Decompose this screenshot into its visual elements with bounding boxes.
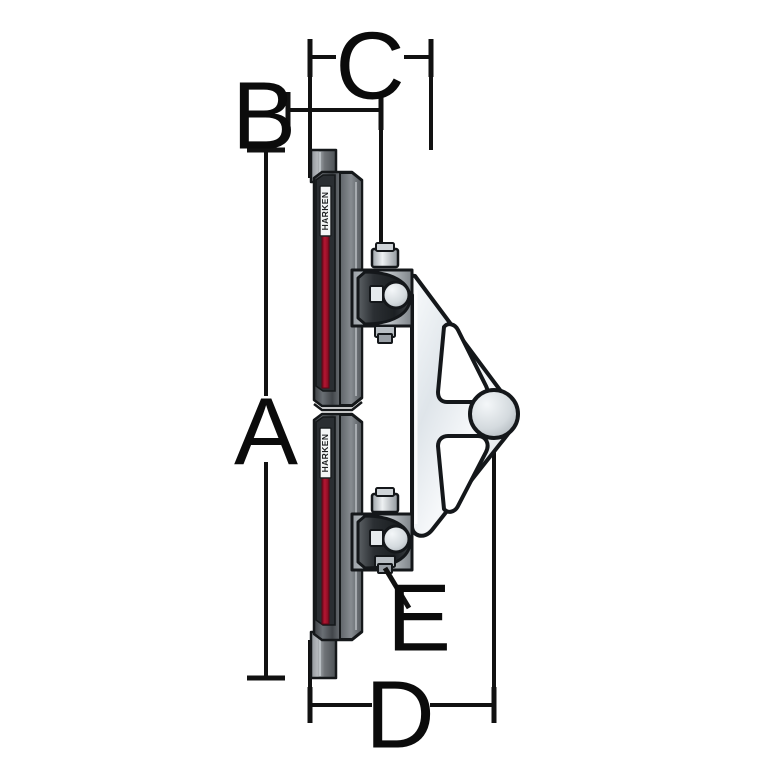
car-lower [350,487,414,574]
car-upper [350,242,414,344]
dimension-B [285,92,384,130]
dim-label-B: B [232,63,296,170]
dimension-E [382,566,412,610]
svg-text:HARKEN: HARKEN [320,434,330,473]
car-pivot-upper [381,280,411,310]
brand-badge-lower: HARKEN [319,427,332,479]
dim-label-A: A [234,379,298,486]
bracket-plate [404,273,520,538]
dim-label-D: D [365,662,434,768]
track-rail-upper: HARKEN [312,170,364,408]
car-pivot-lower [381,524,411,554]
dimension-C [307,39,434,77]
nut-lower [374,555,396,574]
bolt-lower [370,487,400,514]
dim-label-C: C [335,13,404,120]
product-illustration: HARKEN HARKEN [309,148,520,680]
dimension-lines [247,39,497,723]
dimension-D [307,687,497,723]
nut-upper [374,325,396,344]
dimension-labels: A B C D E [232,13,451,768]
brand-badge-upper: HARKEN [319,185,332,237]
bracket-hole [468,388,520,440]
track-rail-lower: HARKEN [312,412,364,642]
rail-joint [313,401,363,412]
track-tube-lower [309,630,338,680]
dim-E-leader [382,566,412,610]
dimension-A [247,147,285,681]
dim-label-E: E [387,565,451,672]
cutout-triangle-lower [436,434,490,514]
bolt-upper [370,242,400,269]
svg-text:HARKEN: HARKEN [320,192,330,231]
